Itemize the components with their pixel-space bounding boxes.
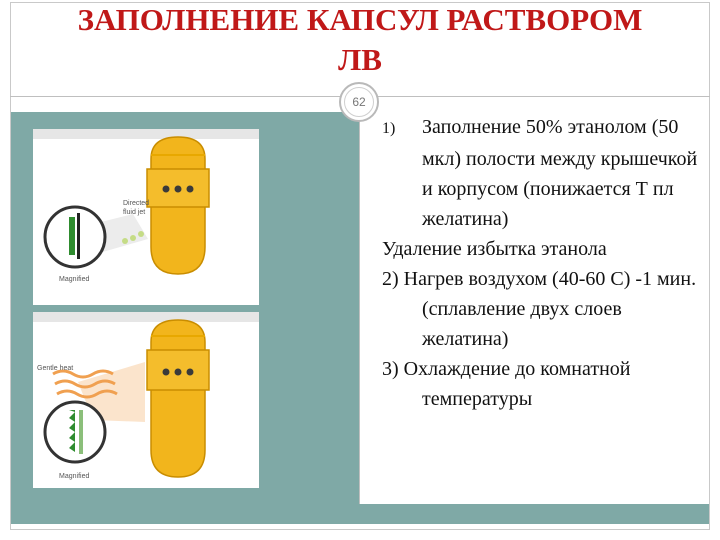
step-cool: 3) Охлаждение до комнатной температуры (382, 358, 631, 410)
magnified-circle-icon (43, 205, 107, 269)
step-fill-text: Заполнение 50% этанолом (50 мкл) полости… (422, 116, 698, 230)
heat-label: Gentle heat (37, 365, 73, 372)
capsule-icon (146, 319, 210, 478)
capsule-heat-figure: Gentle heat Magnified (33, 312, 259, 488)
content-text: 1) Заполнение 50% этанолом (50 мкл) полос… (382, 112, 704, 414)
slide-frame (10, 2, 710, 530)
jet-label-2: fluid jet (123, 209, 145, 216)
capsule-icon (146, 136, 210, 275)
capsule-fill-figure: Directed fluid jet Magnified (33, 129, 259, 305)
capsule-heat-illustration: Gentle heat Magnified (33, 312, 259, 480)
column-divider (359, 97, 360, 505)
footer-bar (11, 504, 709, 524)
step-remove: Удаление избытка этанола (382, 238, 607, 260)
slide-title: ЗАПОЛНЕНИЕ КАПСУЛ РАСТВОРОМ ЛВ (0, 0, 720, 80)
step-fill: 1) Заполнение 50% этанолом (50 мкл) полос… (382, 112, 704, 234)
page-number-badge: 62 (339, 82, 379, 122)
title-line-2: ЛВ (338, 42, 382, 77)
jet-label: Directed (123, 200, 149, 207)
step-fill-number: 1) (382, 120, 396, 137)
magnified-label: Magnified (59, 276, 89, 283)
magnified-circle-icon (43, 400, 107, 464)
capsule-fill-illustration: Directed fluid jet Magnified (33, 129, 259, 283)
title-line-1: ЗАПОЛНЕНИЕ КАПСУЛ РАСТВОРОМ (77, 2, 643, 37)
page-number: 62 (352, 95, 366, 109)
heat-wave-icon (52, 369, 118, 399)
step-heat: 2) Нагрев воздухом (40-60 С) -1 мин. (сп… (382, 268, 697, 350)
magnified-label: Magnified (59, 473, 89, 480)
